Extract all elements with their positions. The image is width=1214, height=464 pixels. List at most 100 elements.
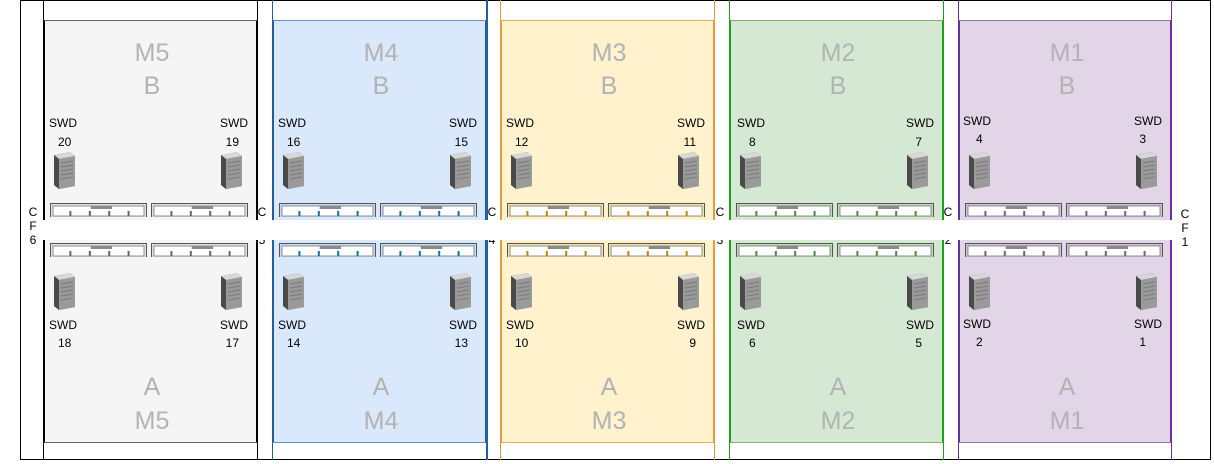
swd-label: SWD — [220, 318, 248, 332]
diagram-frame — [20, 0, 1211, 460]
swd-number: 17 — [225, 336, 239, 350]
module-title-top: M1 — [1049, 39, 1085, 67]
server-icon — [54, 273, 75, 310]
swd-label: SWD — [963, 114, 991, 128]
swd-number: 4 — [976, 132, 983, 146]
switch-panel-icon — [965, 203, 1062, 217]
switch-panel-icon — [837, 203, 934, 217]
swd-number: 10 — [515, 336, 529, 350]
swd-number: 13 — [454, 336, 468, 350]
cf-letter: F — [1181, 221, 1189, 235]
switch-panel-icon — [837, 243, 934, 257]
switch-panel-icon — [1066, 243, 1163, 257]
swd-label: SWD — [1134, 114, 1162, 128]
module-title-top: M3 — [591, 39, 627, 67]
server-icon — [740, 273, 761, 310]
swd-number: 20 — [58, 135, 72, 149]
module-title-bottom: M3 — [591, 407, 627, 435]
swd-number: 5 — [915, 336, 922, 350]
server-icon — [678, 152, 699, 189]
server-icon — [678, 273, 699, 310]
module-side-b: B — [829, 72, 847, 100]
server-icon — [969, 273, 990, 310]
module-side-a: A — [600, 373, 618, 401]
cf-letter: 1 — [1181, 235, 1189, 249]
swd-label: SWD — [1134, 317, 1162, 331]
swd-number: 6 — [749, 336, 756, 350]
switch-panel-icon — [151, 243, 248, 257]
swd-label: SWD — [278, 318, 306, 332]
cf-letter: C — [943, 205, 953, 219]
switch-panel-icon — [50, 243, 147, 257]
swd-label: SWD — [506, 116, 534, 130]
swd-number: 19 — [225, 135, 239, 149]
module-side-a: A — [829, 373, 847, 401]
swd-number: 9 — [689, 336, 696, 350]
server-icon — [740, 152, 761, 189]
server-icon — [450, 152, 471, 189]
cf-letter: 3 — [716, 233, 724, 247]
swd-number: 18 — [58, 336, 72, 350]
server-icon — [283, 273, 304, 310]
server-icon — [511, 273, 532, 310]
module-side-a: A — [1058, 373, 1076, 401]
server-icon — [1136, 273, 1157, 310]
swd-label: SWD — [506, 318, 534, 332]
switch-panel-icon — [380, 203, 477, 217]
server-icon — [221, 152, 242, 189]
module-side-b: B — [143, 72, 161, 100]
cf-letter: C — [257, 205, 267, 219]
swd-label: SWD — [449, 116, 477, 130]
switch-panel-icon — [608, 203, 705, 217]
switch-panel-icon — [507, 203, 604, 217]
module-title-top: M5 — [134, 39, 170, 67]
server-icon — [54, 152, 75, 189]
module-title-top: M4 — [363, 39, 399, 67]
swd-number: 8 — [749, 135, 756, 149]
server-icon — [907, 152, 928, 189]
switch-panel-icon — [736, 203, 833, 217]
switch-panel-icon — [507, 243, 604, 257]
cf-letter: F — [29, 219, 37, 233]
swd-label: SWD — [49, 318, 77, 332]
swd-number: 7 — [915, 135, 922, 149]
switch-panel-icon — [965, 243, 1062, 257]
module-title-bottom: M1 — [1049, 407, 1085, 435]
swd-label: SWD — [677, 116, 705, 130]
module-title-bottom: M5 — [134, 407, 170, 435]
swd-label: SWD — [963, 317, 991, 331]
switch-panel-icon — [279, 243, 376, 257]
module-side-a: A — [143, 373, 161, 401]
server-icon — [511, 152, 532, 189]
cf-letter: 5 — [258, 233, 266, 247]
aisle-gap — [43, 220, 1172, 240]
swd-number: 3 — [1139, 132, 1146, 146]
module-title-bottom: M4 — [363, 407, 399, 435]
server-icon — [969, 152, 990, 189]
cf-label-1: C F 1 — [1179, 207, 1191, 249]
swd-number: 12 — [515, 135, 529, 149]
module-side-b: B — [600, 72, 618, 100]
cf-label-6: C F 6 — [27, 205, 39, 247]
switch-panel-icon — [279, 203, 376, 217]
swd-number: 2 — [976, 335, 983, 349]
switch-panel-icon — [151, 203, 248, 217]
switch-panel-icon — [380, 243, 477, 257]
server-icon — [450, 273, 471, 310]
cf-letter: C — [1180, 207, 1190, 221]
server-icon — [221, 273, 242, 310]
swd-label: SWD — [220, 116, 248, 130]
module-side-b: B — [372, 72, 390, 100]
swd-label: SWD — [278, 116, 306, 130]
cf-letter: C — [715, 205, 725, 219]
swd-label: SWD — [737, 318, 765, 332]
switch-panel-icon — [1066, 203, 1163, 217]
swd-label: SWD — [906, 318, 934, 332]
switch-panel-icon — [50, 203, 147, 217]
swd-number: 11 — [683, 135, 696, 149]
swd-label: SWD — [449, 318, 477, 332]
swd-number: 14 — [287, 336, 301, 350]
module-title-bottom: M2 — [820, 407, 856, 435]
server-icon — [283, 152, 304, 189]
